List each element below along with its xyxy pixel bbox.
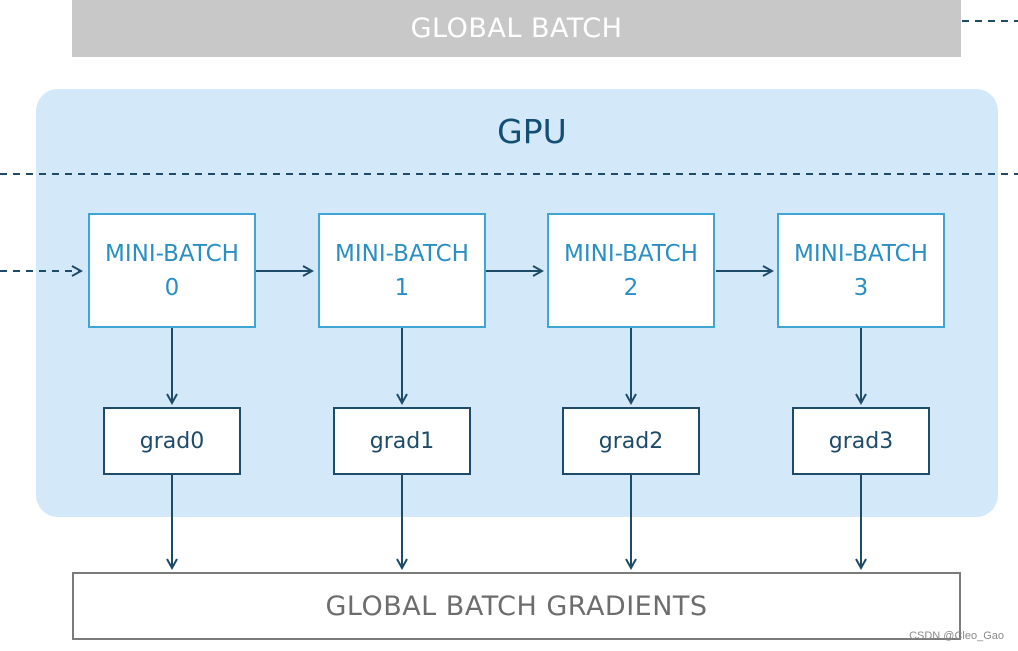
mini-batch-index: 2 — [623, 274, 639, 301]
global-batch-gradients-bar: GLOBAL BATCH GRADIENTS — [72, 572, 961, 640]
mini-batch-0: MINI-BATCH 0 — [88, 213, 256, 328]
grad-box-1: grad1 — [333, 407, 471, 475]
global-batch-bar: GLOBAL BATCH — [72, 0, 961, 57]
mini-batch-title: MINI-BATCH — [564, 240, 698, 267]
mini-batch-index: 0 — [164, 274, 180, 301]
mini-batch-title: MINI-BATCH — [794, 240, 928, 267]
mini-batch-title: MINI-BATCH — [335, 240, 469, 267]
mini-batch-3: MINI-BATCH 3 — [777, 213, 945, 328]
grad-label: grad3 — [828, 428, 894, 454]
mini-batch-2: MINI-BATCH 2 — [547, 213, 715, 328]
watermark: CSDN @Cleo_Gao — [909, 630, 1004, 642]
grad-box-3: grad3 — [792, 407, 930, 475]
mini-batch-1: MINI-BATCH 1 — [318, 213, 486, 328]
mini-batch-title: MINI-BATCH — [105, 240, 239, 267]
grad-box-2: grad2 — [562, 407, 700, 475]
gpu-label: GPU — [497, 111, 567, 151]
grad-label: grad1 — [369, 428, 435, 454]
global-gradients-label: GLOBAL BATCH GRADIENTS — [325, 590, 708, 622]
grad-label: grad2 — [598, 428, 664, 454]
mini-batch-index: 1 — [394, 274, 410, 301]
global-batch-label: GLOBAL BATCH — [410, 13, 623, 44]
mini-batch-index: 3 — [853, 274, 869, 301]
grad-label: grad0 — [139, 428, 205, 454]
grad-box-0: grad0 — [103, 407, 241, 475]
